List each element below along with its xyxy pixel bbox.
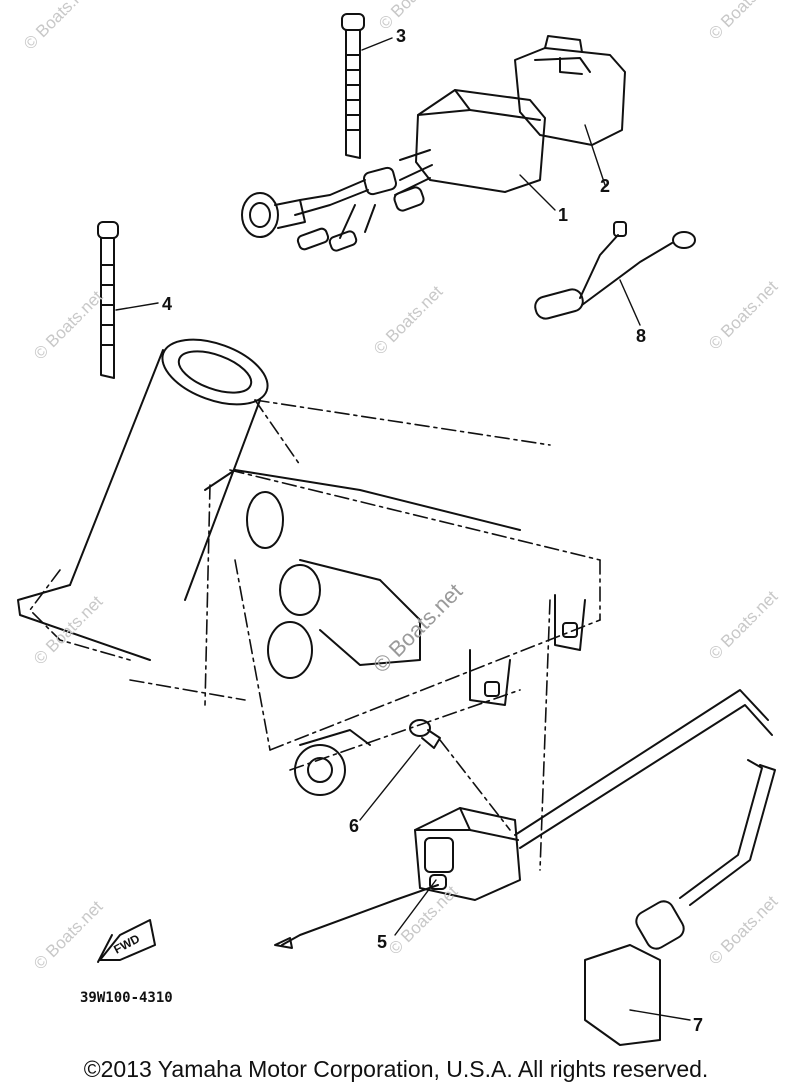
diagram-code: 39W100-4310 <box>80 990 173 1006</box>
tiller-tube <box>17 338 269 661</box>
callout-7: 7 <box>693 1015 704 1035</box>
callout-2: 2 <box>600 176 611 196</box>
part-1-cdi-unit <box>241 89 546 252</box>
part-3-cable-tie <box>341 13 365 159</box>
fwd-arrow <box>97 919 156 963</box>
callout-6: 6 <box>349 816 360 836</box>
leader-lines <box>115 37 691 1021</box>
part-7-plug-cap <box>514 689 776 1046</box>
part-8-wire-lead <box>534 221 696 320</box>
callout-5: 5 <box>377 932 388 952</box>
part-6-bolt <box>409 719 441 749</box>
part-5-ignition-coil <box>274 807 521 949</box>
part-2-cover <box>514 35 626 146</box>
mounting-bracket <box>204 469 586 796</box>
callout-8: 8 <box>636 326 647 346</box>
part-4-cable-tie <box>97 221 119 379</box>
callout-3: 3 <box>396 26 407 46</box>
copyright-notice: ©2013 Yamaha Motor Corporation, U.S.A. A… <box>83 1056 709 1082</box>
callout-1: 1 <box>558 205 569 225</box>
engine-frame-outline <box>29 399 601 871</box>
callout-4: 4 <box>162 294 173 314</box>
